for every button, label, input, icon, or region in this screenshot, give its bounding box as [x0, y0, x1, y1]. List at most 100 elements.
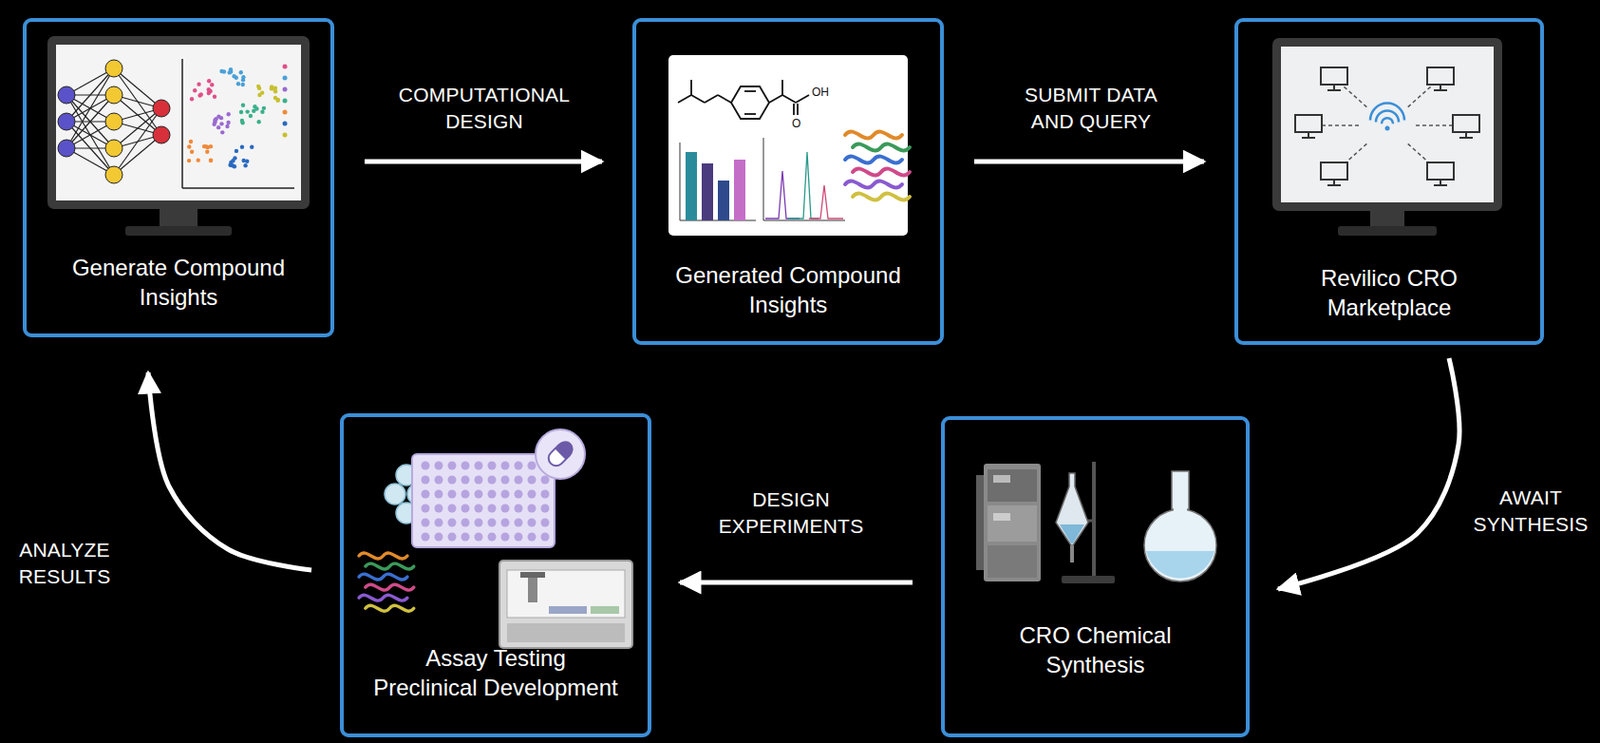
spectrum-chart	[763, 137, 846, 221]
illustration-part	[501, 489, 510, 499]
illustration-part	[209, 82, 214, 87]
illustration-part	[421, 518, 431, 528]
illustration-part	[1320, 67, 1348, 85]
illustration-part	[548, 605, 587, 614]
illustration-part	[734, 159, 746, 221]
illustration-part	[152, 99, 170, 117]
illustration-part	[488, 489, 497, 499]
protein-ribbon	[845, 131, 910, 201]
illustration-part	[208, 158, 213, 163]
illustration-part	[251, 109, 256, 113]
illustration-part	[421, 504, 431, 513]
illustration-part	[275, 98, 280, 103]
well-plate	[412, 453, 555, 547]
illustration-part	[196, 157, 201, 162]
illustration-part	[219, 121, 224, 126]
illustration-part	[239, 110, 244, 114]
illustration-part	[358, 573, 408, 580]
illustration-part	[590, 605, 620, 614]
illustration-part	[461, 475, 471, 485]
box-label: Assay Testing Preclinical Development	[371, 642, 621, 702]
illustration-part	[220, 130, 225, 134]
illustration-part	[189, 96, 194, 101]
illustration-part	[240, 145, 245, 150]
illustration-part	[744, 112, 756, 115]
illustration-part	[474, 504, 484, 513]
illustration-part	[1301, 136, 1316, 139]
illustration-part	[474, 461, 484, 471]
illustration-part	[488, 504, 497, 513]
illustration-part	[269, 86, 274, 91]
illustration-part	[527, 532, 537, 542]
illustration-part	[527, 461, 537, 471]
illustration-part	[795, 94, 810, 103]
illustration-part	[1059, 524, 1085, 544]
illustration-part	[273, 89, 278, 94]
illustration-part	[1327, 89, 1341, 92]
illustration-part	[527, 518, 537, 528]
illustration-part	[507, 569, 625, 618]
illustration-part	[852, 144, 910, 151]
illustration-part	[105, 86, 123, 104]
illustration-part	[488, 461, 497, 471]
illustration-part	[448, 475, 457, 485]
illustration-part	[1433, 184, 1448, 187]
arrow-label: SUBMIT DATA AND QUERY	[1005, 81, 1177, 135]
illustration-part	[199, 92, 204, 96]
illustration-part	[384, 483, 406, 505]
illustration-part	[192, 88, 197, 93]
illustration-part	[105, 59, 123, 77]
illustration-part	[514, 461, 524, 471]
illustration-part	[987, 505, 1037, 542]
illustration-part	[66, 94, 114, 175]
illustration-part	[187, 158, 191, 163]
illustration-part	[189, 150, 194, 154]
pill-icon	[535, 429, 585, 479]
atom-label: O	[791, 116, 801, 131]
illustration-part	[188, 139, 193, 144]
illustration-part	[1055, 472, 1089, 546]
illustration-part	[690, 79, 693, 95]
illustration-part	[554, 437, 577, 460]
illustration-part	[434, 532, 444, 542]
illustration-part	[365, 604, 415, 611]
insights-panel	[668, 55, 910, 236]
illustration-part	[240, 120, 245, 125]
illustration-part	[256, 119, 261, 124]
illustration-part	[434, 489, 444, 499]
illustration-part	[488, 532, 497, 542]
illustration-part	[282, 64, 288, 70]
illustration-part	[448, 504, 457, 513]
illustration-part	[1370, 210, 1405, 228]
illustration-part	[236, 81, 241, 86]
box-label: CRO Chemical Synthesis	[971, 620, 1221, 679]
illustration-part	[187, 144, 191, 149]
illustration-part	[207, 78, 211, 83]
illustration-part	[845, 181, 903, 189]
illustration-part	[545, 437, 577, 470]
illustration-part	[421, 489, 431, 499]
illustration-part	[983, 463, 1041, 582]
illustration-part	[113, 134, 162, 175]
illustration-part	[421, 475, 431, 485]
flow-arrow	[679, 580, 913, 585]
illustration-part	[125, 225, 232, 236]
illustration-part	[488, 518, 497, 528]
flow-arrow	[364, 159, 603, 165]
illustration-part	[541, 532, 550, 542]
illustration-part	[248, 113, 253, 118]
illustration-part	[252, 104, 257, 109]
illustration-part	[1381, 117, 1393, 124]
illustration-part	[527, 504, 537, 513]
illustration-part	[181, 58, 184, 189]
illustration-part	[1171, 470, 1189, 509]
illustration-part	[434, 461, 444, 471]
illustration-part	[282, 121, 288, 127]
illustration-part	[1427, 67, 1454, 85]
illustration-part	[358, 594, 408, 601]
illustration-part	[230, 163, 235, 168]
illustration-part	[1144, 508, 1217, 582]
process-box: CRO Chemical Synthesis	[941, 415, 1250, 737]
illustration-part	[527, 489, 537, 499]
